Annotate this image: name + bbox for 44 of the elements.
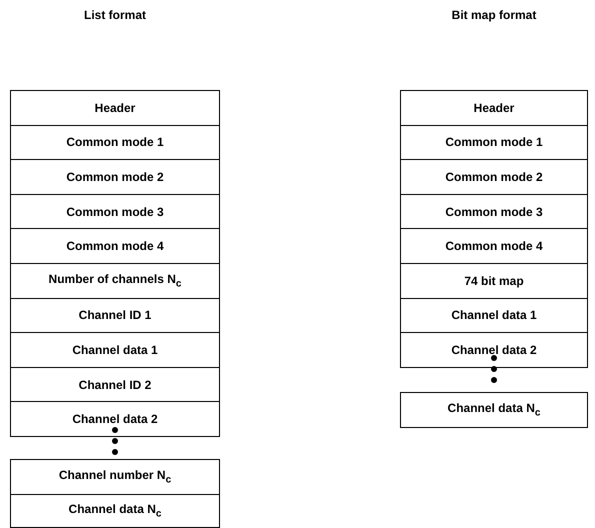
row-label: 74 bit map — [464, 274, 524, 288]
table-row — [10, 228, 220, 264]
row-label: Channel data N$_{c}$ — [448, 401, 540, 418]
row-label: Common mode 3 — [445, 204, 543, 219]
table-row — [10, 332, 220, 368]
row-label: Channel data 1 — [72, 342, 158, 357]
table-row — [10, 298, 220, 334]
row-label: Common mode 1 — [66, 135, 164, 150]
table-row — [400, 124, 588, 160]
row-label: Channel number N$_{c}$ — [58, 468, 172, 486]
table-row — [10, 194, 220, 230]
table-row — [400, 298, 588, 334]
row-label: Channel data 2 — [451, 342, 537, 357]
table-row — [400, 194, 588, 230]
table-row — [10, 263, 220, 299]
table-row — [400, 332, 588, 368]
table-row — [400, 228, 588, 264]
table-row — [400, 392, 588, 428]
table-row — [400, 263, 588, 299]
row-label: Channel ID 2 — [78, 378, 152, 392]
table-row — [400, 159, 588, 195]
row-label: Common mode 3 — [66, 204, 164, 219]
table-row — [10, 159, 220, 195]
row-label: Header — [474, 100, 514, 115]
row-label: Common mode 2 — [66, 170, 164, 184]
table-row — [400, 90, 588, 126]
table-row — [10, 124, 220, 160]
table-row — [10, 459, 220, 495]
row-label: Channel ID 1 — [78, 308, 152, 322]
row-label: Channel data 2 — [72, 412, 158, 426]
row-label: Common mode 2 — [445, 170, 543, 184]
table-row — [10, 366, 220, 402]
row-label: Common mode 1 — [445, 135, 543, 150]
table-row — [10, 90, 220, 126]
column-heading: Bit map format — [450, 8, 538, 22]
row-label: Header — [94, 100, 136, 115]
row-label: Common mode 4 — [66, 239, 164, 254]
row-label: Channel data N$_{c}$ — [68, 502, 162, 520]
row-label: Common mode 4 — [445, 239, 543, 254]
row-label: Channel data 1 — [451, 308, 537, 322]
table-row — [10, 401, 220, 437]
row-label: Number of channels N$_{c}$ — [48, 272, 182, 290]
column-heading: List format — [82, 8, 147, 22]
table-row — [10, 494, 220, 528]
